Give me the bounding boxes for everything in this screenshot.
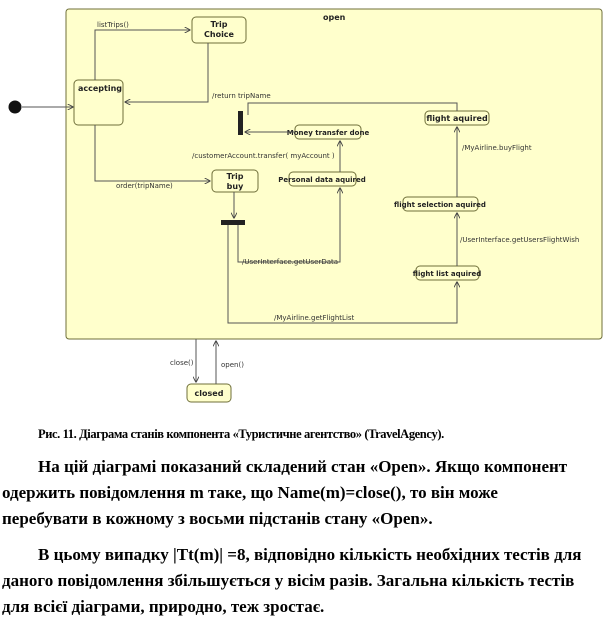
state-closed: closed: [186, 383, 232, 403]
transition-order-trip-name: [94, 125, 210, 181]
state-money-transfer-done: Money transfer done: [287, 124, 370, 140]
svg-text:Trip: Trip: [211, 20, 228, 29]
initial-state-dot: [8, 100, 22, 114]
open-state-label: open: [323, 13, 346, 22]
transition-flight-aquired-to-join: [247, 102, 458, 115]
join-bar: [238, 111, 243, 135]
paragraph-2: В цьому випадку |Tt(m)| =8, відповідно к…: [2, 542, 608, 620]
state-flight-list-aquired: flight list aquired: [413, 265, 481, 281]
paragraph-2-line-1: В цьому випадку |Tt(m)| =8, відповідно к…: [38, 545, 582, 564]
transition-get-flight-list: [227, 225, 457, 324]
state-trip-buy: Trip buy: [211, 169, 259, 193]
paragraph-2-line-3: для всієї діаграми, природно, теж зроста…: [2, 597, 325, 616]
paragraph-1-line-2: одержить повідомлення m таке, що Name(m)…: [2, 483, 498, 502]
svg-text:/customerAccount.transfer( myA: /customerAccount.transfer( myAccount ): [192, 152, 335, 160]
svg-text:/UserInterface.getUserData: /UserInterface.getUserData: [242, 258, 338, 266]
svg-text:/UserInterface.getUsersFlightW: /UserInterface.getUsersFlightWish: [460, 236, 579, 244]
state-trip-choice: Trip Choice: [191, 16, 247, 44]
state-diagram: open Trip Choice accepting flight aquire…: [8, 8, 603, 403]
svg-text:open(): open(): [221, 361, 244, 369]
svg-text:flight list aquired: flight list aquired: [413, 270, 481, 278]
fork-bar: [221, 220, 245, 225]
svg-text:listTrips(): listTrips(): [97, 21, 129, 29]
svg-text:/MyAirline.buyFlight: /MyAirline.buyFlight: [462, 144, 532, 152]
svg-text:Money transfer done: Money transfer done: [287, 129, 370, 137]
svg-text:close(): close(): [170, 359, 194, 367]
svg-text:flight aquired: flight aquired: [426, 114, 488, 123]
svg-text:accepting: accepting: [78, 84, 122, 93]
state-flight-aquired: flight aquired: [424, 110, 490, 126]
figure-caption: Рис. 11. Діаграма станів компонента «Тур…: [38, 427, 444, 441]
svg-text:buy: buy: [227, 182, 244, 191]
transition-return-trip-name: [125, 43, 209, 102]
paragraph-1-line-3: перебувати в кожному з восьми підстанів …: [2, 509, 433, 528]
svg-text:Choice: Choice: [204, 30, 235, 39]
svg-text:Personal data aquired: Personal data aquired: [278, 176, 365, 184]
svg-text:Trip: Trip: [227, 172, 244, 181]
state-personal-data-aquired: Personal data aquired: [278, 171, 366, 187]
svg-text:order(tripName): order(tripName): [116, 182, 173, 190]
svg-text:flight selection aquired: flight selection aquired: [394, 201, 486, 209]
paragraph-2-line-2: даного повідомлення збільшується у вісім…: [2, 571, 575, 590]
svg-text:/return tripName: /return tripName: [212, 92, 271, 100]
svg-text:/MyAirline.getFlightList: /MyAirline.getFlightList: [274, 314, 355, 322]
paragraph-1: На цій діаграмі показаний складений стан…: [2, 454, 608, 532]
svg-text:closed: closed: [195, 389, 224, 398]
transition-list-trips: [94, 30, 190, 80]
transition-get-user-data: [237, 188, 340, 263]
state-accepting: accepting: [73, 79, 124, 126]
paragraph-1-line-1: На цій діаграмі показаний складений стан…: [38, 457, 568, 476]
state-flight-selection-aquired: flight selection aquired: [394, 196, 486, 212]
